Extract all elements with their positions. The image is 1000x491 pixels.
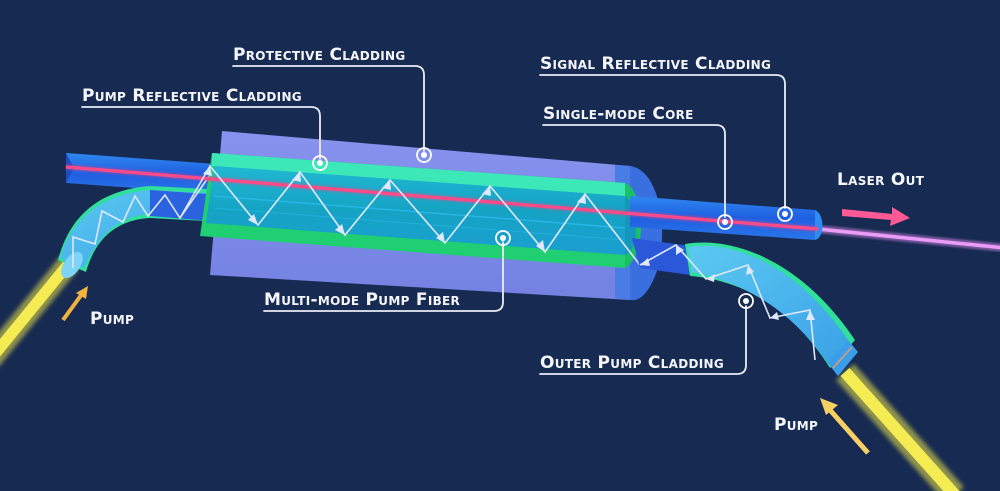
callout-multimode-pump-fiber bbox=[263, 230, 511, 312]
ring-dot-icon bbox=[312, 155, 328, 171]
label-pump-reflective-cladding: Pump Reflective Cladding bbox=[82, 86, 302, 106]
label-pump-left: Pump bbox=[90, 309, 134, 329]
label-laser-out: Laser Out bbox=[837, 170, 925, 190]
callout-protective-cladding bbox=[232, 65, 432, 163]
laser-beam bbox=[817, 225, 1000, 252]
label-protective-cladding: Protective Cladding bbox=[233, 45, 406, 65]
ring-dot-icon bbox=[777, 206, 793, 222]
callout-outer-pump-cladding bbox=[539, 293, 754, 375]
pump-fiber-right bbox=[632, 238, 858, 376]
arrow-right-icon bbox=[842, 207, 910, 226]
ring-dot-icon bbox=[738, 293, 754, 309]
pump-light-rays-main bbox=[179, 164, 641, 266]
ring-dot-icon bbox=[416, 147, 432, 163]
ring-dot-icon bbox=[495, 230, 511, 246]
ring-dot-icon bbox=[717, 214, 733, 230]
arrow-up-left-icon bbox=[820, 398, 870, 455]
callout-pump-reflective-cladding bbox=[81, 106, 328, 171]
signal-reflective-cladding bbox=[630, 196, 823, 240]
callout-single-mode-core bbox=[542, 124, 733, 230]
label-pump-right: Pump bbox=[774, 415, 818, 435]
pump-beam-right bbox=[836, 364, 964, 491]
single-mode-core bbox=[65, 164, 819, 232]
callout-signal-reflective-cladding bbox=[539, 74, 793, 222]
label-signal-reflective-cladding: Signal Reflective Cladding bbox=[540, 54, 771, 74]
label-outer-pump-cladding: Outer Pump Cladding bbox=[540, 353, 724, 373]
pump-beam-left bbox=[0, 255, 79, 366]
arrow-up-right-icon bbox=[61, 286, 88, 322]
label-single-mode-core: Single-mode Core bbox=[543, 104, 694, 124]
label-multimode-pump-fiber: Multi-mode Pump Fiber bbox=[264, 290, 460, 310]
